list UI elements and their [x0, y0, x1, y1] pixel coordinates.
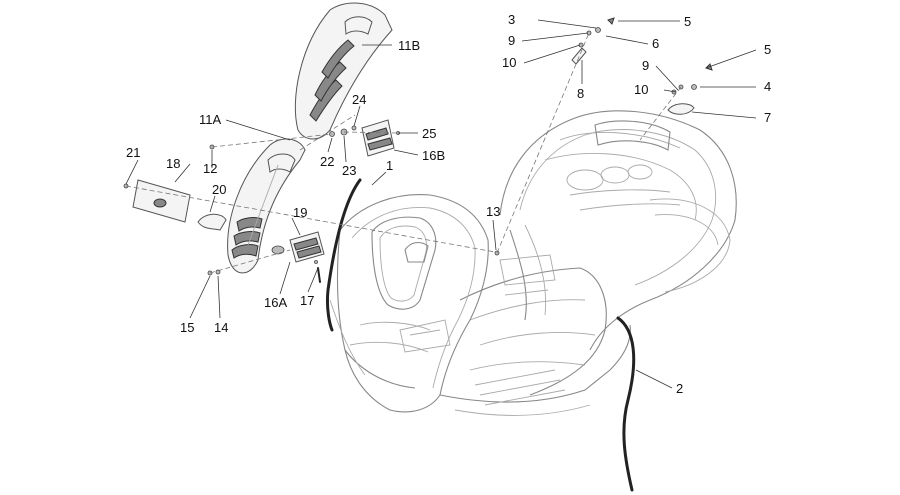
callout-16A: 16A: [264, 295, 287, 310]
callout-14: 14: [214, 320, 228, 335]
callout-9b: 9: [642, 58, 649, 73]
callout-3: 3: [508, 12, 515, 27]
callout-labels: 3 5 9 6 10 8 5 9 10 4 7 11B 24 11A 25 21…: [126, 12, 771, 396]
callout-17: 17: [300, 293, 314, 308]
front-leg-shield: [329, 194, 489, 413]
leader-lines: [125, 19, 757, 389]
callout-11A: 11A: [199, 112, 221, 127]
callout-4: 4: [764, 79, 771, 94]
callout-7: 7: [764, 110, 771, 125]
trim-strip-1: [326, 178, 362, 332]
trim-strip-2: [616, 316, 636, 492]
callout-2: 2: [676, 381, 683, 396]
callout-19: 19: [293, 205, 307, 220]
callout-15: 15: [180, 320, 194, 335]
callout-10a: 10: [502, 55, 516, 70]
callout-6: 6: [652, 36, 659, 51]
callout-25: 25: [422, 126, 436, 141]
callout-16B: 16B: [422, 148, 445, 163]
callout-1: 1: [386, 158, 393, 173]
callout-11B: 11B: [398, 38, 420, 53]
callout-9a: 9: [508, 33, 515, 48]
alignment-lines: [125, 32, 682, 274]
grille-16A-19: [271, 231, 325, 263]
callout-5b: 5: [764, 42, 771, 57]
small-hardware: [123, 17, 713, 276]
callout-23: 23: [342, 163, 356, 178]
bracket-20: [197, 213, 227, 231]
callout-5a: 5: [684, 14, 691, 29]
horn-cover-11A: [227, 138, 306, 274]
horn-cover-11B: [294, 2, 393, 140]
callout-13: 13: [486, 204, 500, 219]
callout-18: 18: [166, 156, 180, 171]
callout-24: 24: [352, 92, 366, 107]
callout-22: 22: [320, 154, 334, 169]
plate-18: [132, 179, 191, 223]
trim-strip-17: [317, 267, 321, 283]
scooter-body: [439, 110, 737, 416]
callout-10b: 10: [634, 82, 648, 97]
callout-20: 20: [212, 182, 226, 197]
callout-21: 21: [126, 145, 140, 160]
grille-16B: [361, 119, 395, 157]
callout-12: 12: [203, 161, 217, 176]
callout-8: 8: [577, 86, 584, 101]
